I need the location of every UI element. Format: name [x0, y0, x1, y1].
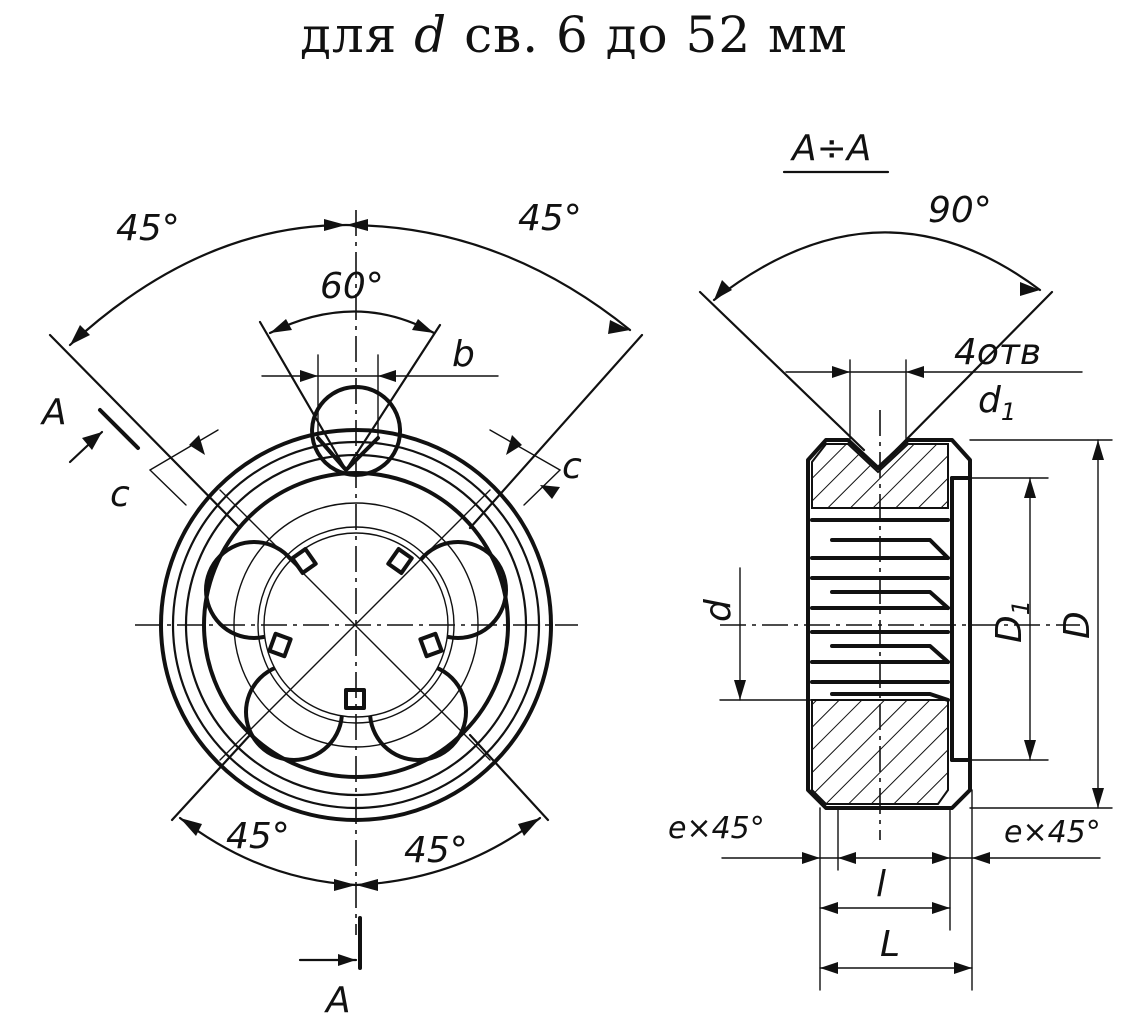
L-label: L [880, 924, 900, 965]
holes-label: 4отв [954, 332, 1041, 373]
section-cut-top [98, 408, 140, 450]
v-groove-extension [344, 323, 442, 472]
angle-arc-60 [268, 310, 436, 335]
angle-arc-90 [712, 231, 1042, 302]
extension-line-right [468, 333, 644, 530]
tooth [386, 547, 414, 575]
v-groove-extension [258, 320, 348, 472]
caption: для d св. 6 до 52 мм [0, 6, 1148, 64]
angle-label-60: 60° [320, 266, 384, 307]
section-mark-bottom: A [324, 980, 351, 1021]
tooth [418, 631, 444, 659]
diagonal-axis [219, 489, 491, 761]
angle-label-top-left: 45° [116, 208, 180, 249]
l-label: l [876, 864, 886, 905]
front-view: 45° 45° 60° b c c A 45° 45° A [40, 198, 644, 1021]
tooth [267, 631, 293, 659]
extension-line-left [48, 333, 242, 530]
D1-label: D1 [989, 600, 1035, 643]
c-dim-left [149, 469, 187, 506]
section-view: A÷A [668, 128, 1113, 991]
caption-prefix: для [300, 6, 398, 64]
cone-line-left [698, 290, 866, 452]
section-outline [806, 438, 972, 810]
d-label: d [698, 598, 739, 622]
tooth [290, 547, 318, 575]
extension-line-bottom-right [468, 733, 550, 822]
caption-suffix: св. 6 до 52 мм [464, 6, 848, 64]
c-dim-right [489, 429, 561, 471]
extension-line-bottom-left [170, 733, 252, 822]
cone-line-right [894, 290, 1054, 452]
label-b: b [452, 334, 475, 375]
section-title: A÷A [790, 128, 871, 169]
angle-label-bottom-left: 45° [226, 816, 290, 857]
chamfer-label-left: e×45° [668, 811, 765, 846]
angle-label-top-right: 45° [518, 198, 582, 239]
section-mark-top: A [40, 392, 67, 433]
label-c-right: c [562, 446, 582, 487]
angle-label-bottom-right: 45° [404, 830, 468, 871]
caption-variable: d [414, 6, 448, 64]
c-dim-right [523, 469, 561, 506]
label-c-left: c [110, 474, 130, 515]
D-label: D [1057, 611, 1098, 639]
chamfer-label-right: e×45° [1004, 815, 1101, 850]
d1-label: d1 [978, 380, 1016, 426]
angle-label-90: 90° [928, 190, 992, 231]
tooth [344, 688, 366, 710]
c-dim-left [149, 429, 219, 471]
